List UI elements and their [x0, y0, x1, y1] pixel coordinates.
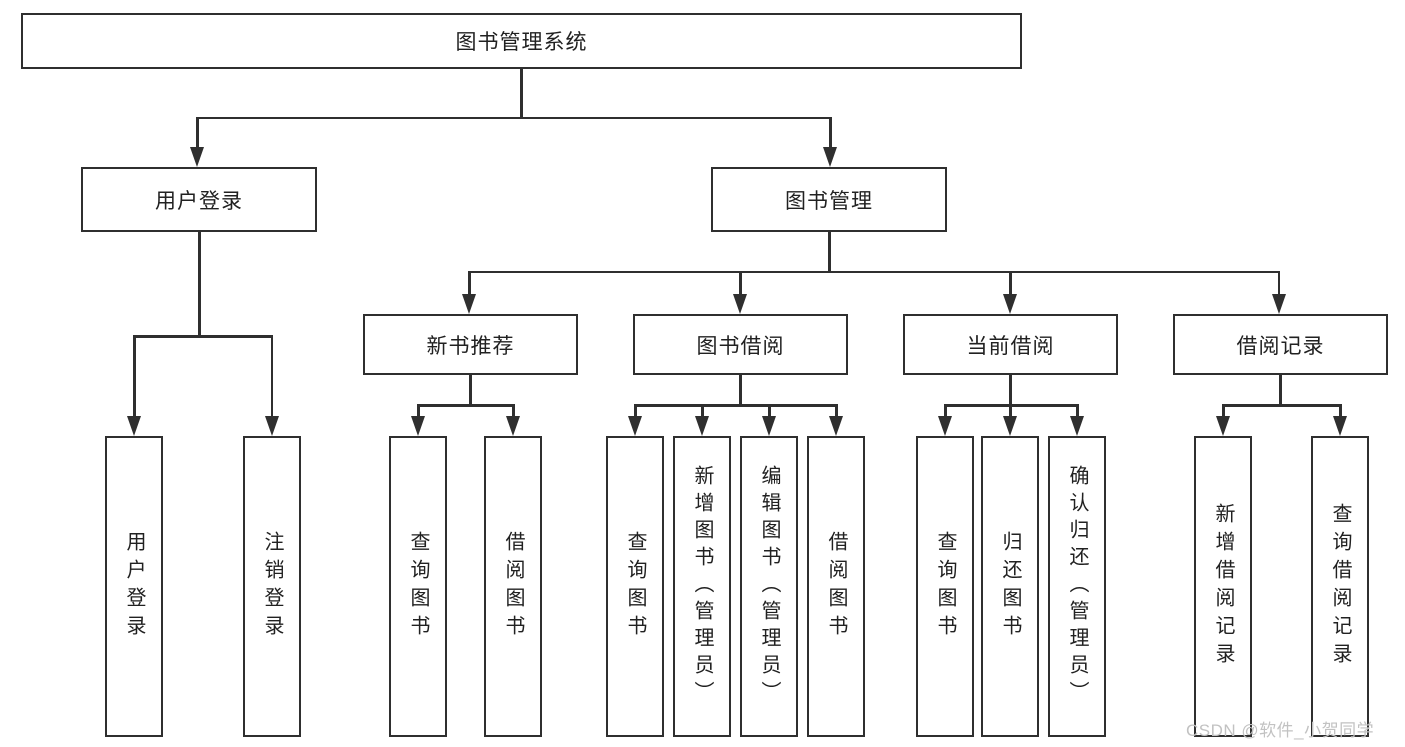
leaf-confirm-return-admin: 确认归还（管理员）	[1048, 436, 1106, 737]
connector-line	[634, 404, 637, 418]
arrow-down-icon	[823, 147, 837, 167]
node-label: 图书管理系统	[455, 31, 588, 54]
connector-line	[634, 404, 837, 407]
node-label: 用户登录	[123, 530, 145, 643]
connector-line	[417, 404, 515, 407]
arrow-down-icon	[127, 416, 141, 436]
node-label: 图书管理	[785, 189, 873, 213]
node-label: 确认归还（管理员）	[1066, 465, 1088, 708]
node-label: 用户登录	[155, 189, 243, 213]
arrow-down-icon	[628, 416, 642, 436]
connector-line	[468, 270, 471, 296]
arrow-down-icon	[1003, 416, 1017, 436]
leaf-return-book: 归还图书	[981, 436, 1039, 737]
leaf-add-book-admin: 新增图书（管理员）	[673, 436, 731, 737]
node-label: 借阅图书	[825, 530, 847, 643]
connector-line	[1076, 404, 1079, 418]
connector-line	[196, 116, 199, 149]
node-label: 查询图书	[624, 530, 646, 643]
node-label: 新增借阅记录	[1212, 502, 1234, 671]
leaf-query-borrow-record: 查询借阅记录	[1311, 436, 1369, 737]
leaf-borrow-book-1: 借阅图书	[484, 436, 542, 737]
node-label: 查询图书	[407, 530, 429, 643]
leaf-query-book-3: 查询图书	[916, 436, 974, 737]
arrow-down-icon	[411, 416, 425, 436]
connector-line	[512, 404, 515, 418]
node-book-management: 图书管理	[711, 167, 947, 232]
leaf-borrow-book-2: 借阅图书	[807, 436, 865, 737]
node-label: 编辑图书（管理员）	[758, 465, 780, 708]
connector-line	[1222, 404, 1341, 407]
connector-line	[944, 404, 947, 418]
connector-line	[1277, 270, 1280, 296]
connector-line	[701, 404, 704, 418]
arrow-down-icon	[829, 416, 843, 436]
leaf-user-login: 用户登录	[105, 436, 163, 737]
connector-line	[133, 335, 136, 417]
connector-line	[270, 335, 273, 417]
connector-line	[196, 116, 831, 119]
connector-line	[739, 270, 742, 296]
connector-line	[469, 375, 472, 406]
arrow-down-icon	[1333, 416, 1347, 436]
connector-line	[835, 404, 838, 418]
leaf-query-book-1: 查询图书	[389, 436, 447, 737]
arrow-down-icon	[733, 294, 747, 314]
arrow-down-icon	[695, 416, 709, 436]
node-book-borrow: 图书借阅	[633, 314, 848, 375]
connector-line	[520, 69, 523, 118]
leaf-query-book-2: 查询图书	[606, 436, 664, 737]
connector-line	[739, 375, 742, 406]
node-user-login: 用户登录	[81, 167, 317, 232]
node-label: 注销登录	[261, 530, 283, 643]
connector-line	[198, 232, 201, 337]
node-label: 借阅图书	[502, 530, 524, 643]
arrow-down-icon	[762, 416, 776, 436]
arrow-down-icon	[1003, 294, 1017, 314]
node-label: 归还图书	[999, 530, 1021, 643]
leaf-add-borrow-record: 新增借阅记录	[1194, 436, 1252, 737]
node-label: 新书推荐	[426, 334, 515, 358]
node-current-borrow: 当前借阅	[903, 314, 1118, 375]
arrow-down-icon	[462, 294, 476, 314]
connector-line	[417, 404, 420, 418]
connector-line	[1009, 404, 1012, 418]
node-label: 查询借阅记录	[1329, 502, 1351, 671]
connector-line	[1009, 375, 1012, 406]
node-new-book-recommend: 新书推荐	[363, 314, 578, 375]
node-label: 借阅记录	[1236, 334, 1325, 358]
node-borrow-record: 借阅记录	[1173, 314, 1388, 375]
connector-line	[1222, 404, 1225, 418]
arrow-down-icon	[264, 416, 279, 436]
connector-line	[1009, 270, 1012, 296]
node-label: 图书借阅	[696, 334, 785, 358]
arrow-down-icon	[1070, 416, 1084, 436]
leaf-edit-book-admin: 编辑图书（管理员）	[740, 436, 798, 737]
connector-line	[829, 116, 832, 149]
arrow-down-icon	[938, 416, 952, 436]
connector-line	[468, 270, 1280, 273]
connector-line	[1339, 404, 1342, 418]
node-label: 查询图书	[934, 530, 956, 643]
arrow-down-icon	[1271, 294, 1286, 314]
connector-line	[768, 404, 771, 418]
node-label: 当前借阅	[966, 334, 1055, 358]
leaf-logout: 注销登录	[243, 436, 301, 737]
connector-line	[828, 232, 831, 273]
arrow-down-icon	[506, 416, 520, 436]
node-label: 新增图书（管理员）	[691, 465, 713, 708]
connector-line	[1279, 375, 1282, 406]
arrow-down-icon	[1216, 416, 1230, 436]
node-root-system: 图书管理系统	[21, 13, 1022, 69]
csdn-watermark: CSDN @软件_小贺同学	[1186, 721, 1375, 740]
arrow-down-icon	[190, 147, 204, 167]
connector-line	[133, 335, 273, 338]
